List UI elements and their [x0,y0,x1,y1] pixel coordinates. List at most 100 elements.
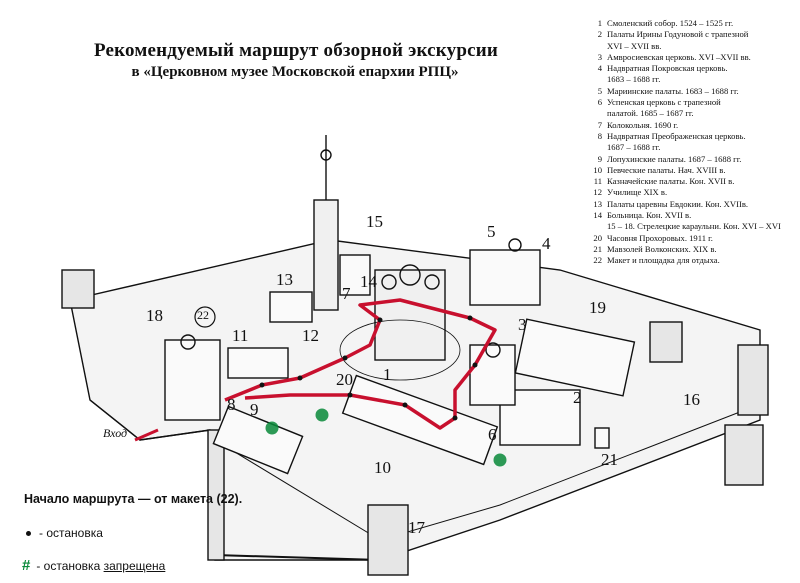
legend-row: 13 Палаты царевны Евдокии. Кон. XVIIв. [588,199,798,210]
legend-number: 9 [597,153,602,164]
map-number: 20 [336,370,353,389]
legend-number: 22 [593,255,602,266]
legend-number: 4 [597,63,602,74]
legend-row: 11 Казначейские палаты. Кон. XVII в. [588,176,798,187]
legend-text: Палаты Ирины Годуновой с трапезной [607,29,749,40]
legend-row: 8 Надвратная Преображенская церковь. [588,131,798,142]
tower-se [724,424,764,486]
legend-number: 7 [597,119,602,130]
map-number: 14 [360,272,377,291]
tower-sw [207,429,225,561]
legend-text: XVI – XVII вв. [607,40,662,51]
map-number: 9 [250,400,259,419]
map-number: 7 [342,284,351,303]
map-number: 12 [302,326,319,345]
legend-number: 6 [597,97,602,108]
stop-22-circle [194,306,216,328]
stop-dot-icon [26,530,31,536]
entry-label: Вход [103,426,128,440]
legend-number: 2 [597,29,602,40]
map-number: 3 [518,315,527,334]
legend-text: Мавзолей Волконских. XIX в. [607,243,717,254]
forbidden-legend-word: запрещена [103,558,166,573]
stop-legend-text: - остановка [39,526,103,540]
legend-row: 4 Надвратная Покровская церковь. [588,63,798,74]
legend-text: Больница. Кон. XVII в. [607,210,692,221]
forbidden-stop-legend: # - остановка запрещена [22,557,165,574]
legend-row: 20 Часовня Прохоровых. 1911 г. [588,233,798,244]
excursion-route [224,298,497,430]
map-number: 5 [487,222,496,241]
legend-row: 14 Больница. Кон. XVII в. [588,210,798,221]
legend-row: 9 Лопухинские палаты. 1687 – 1688 гг. [588,154,798,165]
legend-text: Мариинские палаты. 1683 – 1688 гг. [607,85,739,96]
legend-row: 6 Успенская церковь с трапезной [588,97,798,108]
forbidden-legend-text: - остановка [36,558,101,573]
map-number: 16 [683,390,700,409]
map-number: 18 [146,306,163,325]
legend-number [588,74,602,85]
tower-nw [61,269,95,309]
legend-number: 20 [593,232,602,243]
legend-row: 1683 – 1688 гг. [588,74,798,85]
legend-number: 12 [593,187,602,198]
tower-ne [649,321,683,363]
legend-row: 5 Мариинские палаты. 1683 – 1688 гг. [588,86,798,97]
legend-row: палатой. 1685 – 1687 гг. [588,108,798,119]
map-number: 11 [232,326,249,345]
legend-text: Казначейские палаты. Кон. XVII в. [607,176,735,187]
map-number: 15 [366,212,383,231]
map-number: 2 [573,388,582,407]
legend-text: Надвратная Покровская церковь. [607,63,728,74]
legend-number: 5 [597,85,602,96]
legend-row: 15 – 18. Стрелецкие караульни. Кон. XVI … [588,221,798,232]
legend-text: 1683 – 1688 гг. [607,74,661,85]
map-number: 8 [227,395,236,414]
legend-number: 13 [593,198,602,209]
page-subtitle: в «Церковном музее Московской епархии РП… [131,64,459,80]
map-number: 6 [488,425,497,444]
legend-number [588,108,602,119]
legend-text: Смоленский собор. 1524 – 1525 гг. [607,18,734,28]
map-number: 1 [383,365,392,384]
route-start-note: Начало маршрута — от макета (22). [24,492,243,506]
legend-row: 1687 – 1688 гг. [588,142,798,153]
legend-text: Палаты царевны Евдокии. Кон. XVIIв. [607,198,749,209]
stop-legend: - остановка [22,526,103,540]
tower-s [367,504,409,576]
legend-text: Надвратная Преображенская церковь. [607,130,746,141]
legend-row: XVI – XVII вв. [588,41,798,52]
legend-text: Лопухинские палаты. 1687 – 1688 гг. [607,153,742,164]
legend-number [588,221,602,232]
tower-e [737,344,769,416]
legend-number: 21 [593,243,602,254]
legend-number [588,41,602,52]
map-number: 21 [601,450,618,469]
map-number: 22 [197,308,209,322]
legend-text: Макет и площадка для отдыха. [607,255,720,266]
legend-text: Училище XIX в. [607,187,668,198]
forbidden-stop-icon: # [22,557,31,574]
legend-text: Успенская церковь с трапезной [607,97,721,108]
legend-number: 14 [593,210,602,221]
legend-row: 12 Училище XIX в. [588,187,798,198]
legend-row: 1 Смоленский собор. 1524 – 1525 гг. [588,18,798,29]
map-number: 13 [276,270,293,289]
legend-text: Амвросиевская церковь. XVI –XVII вв. [607,51,751,62]
legend-text: Певческие палаты. Нач. XVIII в. [607,164,726,175]
legend-number: 3 [597,51,602,62]
map-number: 17 [408,518,425,537]
legend-text: 15 – 18. Стрелецкие караульни. Кон. XVI … [607,221,781,232]
legend-text: Колокольня. 1690 г. [607,119,679,130]
legend-number: 11 [593,176,602,187]
legend-number: 8 [597,130,602,141]
legend-number: 1 [597,18,602,28]
map-number: 10 [374,458,391,477]
legend-row: 22 Макет и площадка для отдыха. [588,255,798,266]
entry-arrow [134,428,159,442]
legend-row: 2 Палаты Ирины Годуновой с трапезной [588,29,798,40]
legend-text: Часовня Прохоровых. 1911 г. [607,232,713,243]
